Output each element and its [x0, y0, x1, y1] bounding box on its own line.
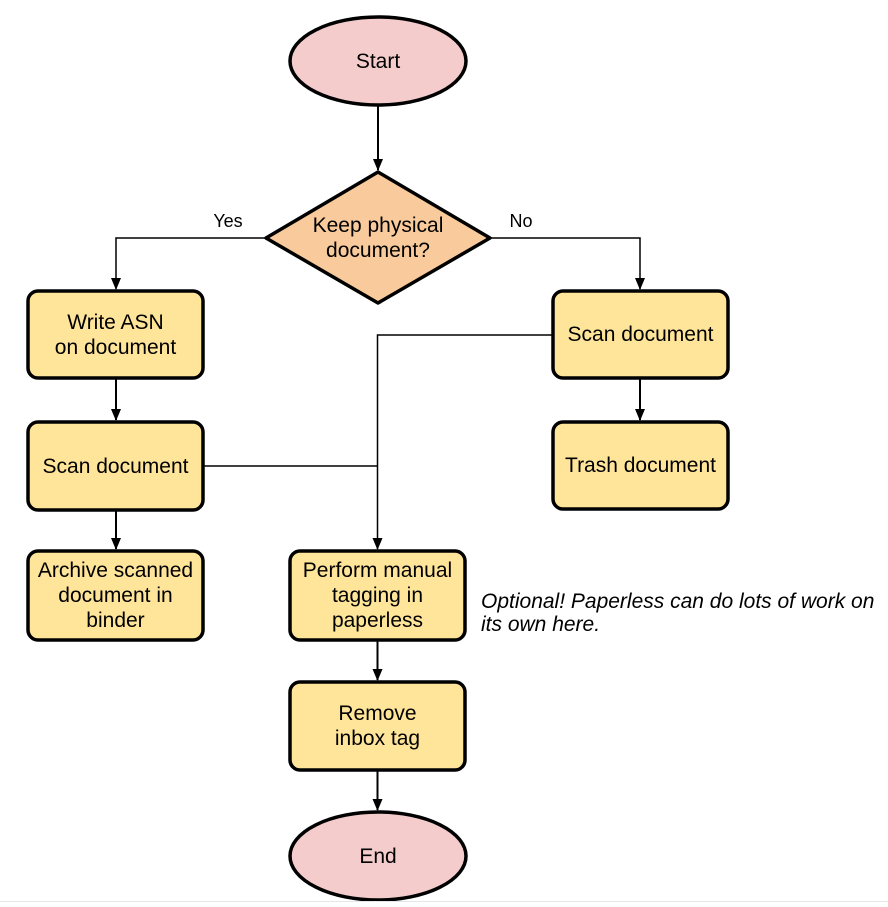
edge-scan-right-to-tagging [372, 334, 553, 550]
trash-node-label: Trash document [565, 454, 716, 477]
edge-label-no: No [509, 211, 533, 231]
tagging-node-label: Perform manual tagging in paperless [302, 559, 453, 632]
write-asn-node-shape [26, 289, 205, 380]
scan-left-node-label: Scan document [42, 454, 189, 478]
archive-node-label: Archive scanned document in binder [37, 559, 194, 632]
edge-label-yes: Yes [213, 211, 243, 231]
edge-decision-yes-to-write-asn [111, 237, 266, 290]
optional-annotation-text: Optional! Paperless can do lots of work … [481, 590, 875, 636]
decision-node-label: Keep physical document? [312, 213, 444, 262]
decision-node-shape [264, 170, 492, 305]
write-asn-node-label: Write ASN on document [54, 310, 177, 359]
scan-right-node-shape [551, 289, 730, 380]
remove-inbox-node-label: Remove inbox tag [334, 702, 421, 750]
remove-inbox-node-shape [288, 680, 467, 772]
edge-decision-no-to-scan-right [490, 237, 645, 290]
end-node-label: End [359, 844, 397, 868]
archive-node-shape [26, 549, 205, 642]
tagging-node-shape [288, 549, 467, 642]
start-node-shape [288, 15, 468, 107]
scan-left-node-shape [26, 420, 205, 512]
scan-right-node-label: Scan document [567, 323, 714, 346]
end-node-shape [288, 810, 468, 902]
canvas-bottom-edge [0, 901, 888, 902]
start-node-label: Start [355, 49, 401, 73]
trash-node-shape [551, 420, 730, 511]
